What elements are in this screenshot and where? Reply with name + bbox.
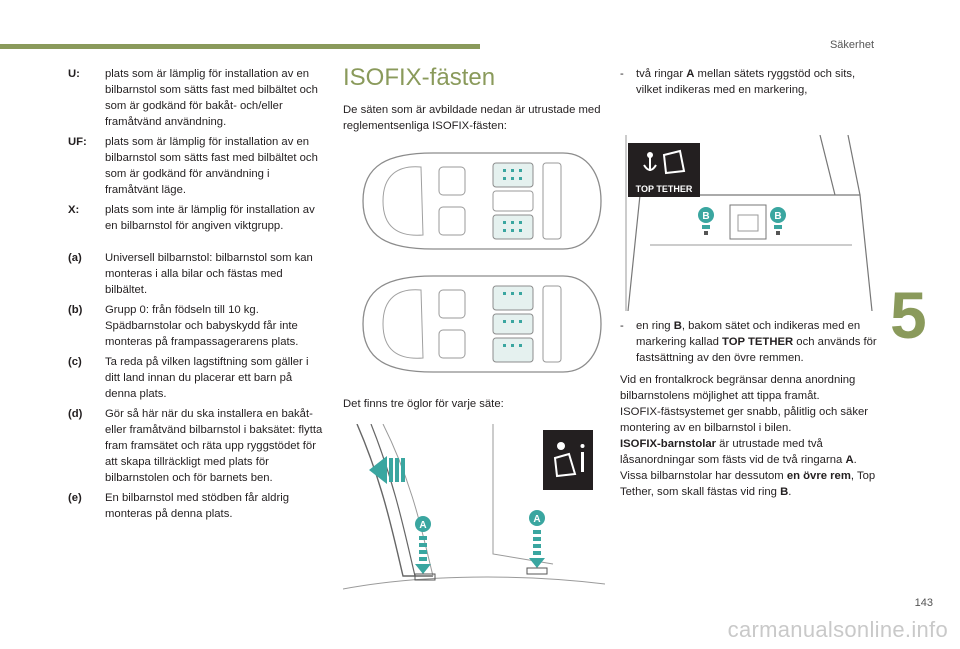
bullet-text: mellan sätets ryggstöd och sits, vilket … [636,68,856,96]
ring-a-marker-right: A [526,510,548,575]
header-accent-bar [0,44,480,49]
para-bold: B [780,486,789,498]
top-tether-diagram: TOP TETHER B B [620,135,882,311]
bullet-text: och används för fastsättning av den övre… [636,336,877,364]
ring-a-marker-left: A [414,516,436,581]
note-key: (b) [68,304,83,316]
note-text: Universell bilbarnstol: bilbarnstol som … [105,252,313,296]
para-text: , Top Tether, som skall fästas vid ring [620,470,876,498]
watermark: carmanualsonline.info [727,617,948,642]
page-title: ISOFIX-fästen [343,64,496,91]
right-column-top: - två ringar A mellan sätets ryggstöd oc… [620,66,878,98]
car-seat-diagram-top [343,145,605,257]
note-key: (a) [68,252,82,264]
bullet-bold: A [686,68,695,80]
page-number: 143 [914,597,933,609]
note-text: Ta reda på vilken lagstiftning som gälle… [105,356,309,400]
note-item: (b) Grupp 0: från födseln till 10 kg. Sp… [68,302,324,350]
para-bold: en övre rem [786,470,851,482]
para-bold: A [845,454,854,466]
para-text: . Vissa bilbarnstolar har dessutom [620,454,857,482]
ring-a-label: A [419,520,426,531]
bullet-text: två ringar [636,68,687,80]
left-column: U: plats som är lämplig för installation… [68,66,324,526]
frontal-crash-paragraph: Vid en frontalkrock begränsar denna anor… [620,374,856,402]
definition-item: X: plats som inte är lämplig för install… [68,202,324,234]
para-bold: ISOFIX-barnstolar [620,438,717,450]
para-text: är utrustade med två låsanordningar som … [620,438,846,466]
anchors-caption: Det finns tre öglor för varje säte: [343,398,504,410]
top-tether-symbol-icon: TOP TETHER [628,143,700,197]
note-item: (d) Gör så här när du ska installera en … [68,406,324,486]
definition-key: X: [68,204,80,216]
middle-column: ISOFIX-fästen De säten som är avbildade … [343,64,603,134]
ring-b-marker-right: B [770,207,786,235]
chapter-number: 5 [890,278,927,352]
note-key: (c) [68,356,82,368]
car-seat-diagram-bottom [343,268,605,380]
ring-b-label: B [702,211,709,222]
bullet-ring-a: - två ringar A mellan sätets ryggstöd oc… [620,68,856,96]
bullet-text: en ring [636,320,674,332]
right-column-bottom: - en ring B, bakom sätet och indikeras m… [620,318,878,500]
isofix-system-paragraph: ISOFIX-fästsystemet ger snabb, pålitlig … [620,406,869,434]
bullet-text: , bakom sätet och indikeras med en marke… [636,320,861,348]
note-key: (d) [68,408,83,420]
isofix-seats-paragraph: ISOFIX-barnstolar är utrustade med två l… [620,436,878,500]
definition-text: plats som inte är lämplig för installati… [105,204,315,232]
definition-item: U: plats som är lämplig för installation… [68,66,324,130]
top-tether-label: TOP TETHER [636,184,693,194]
definition-key: U: [68,68,80,80]
note-text: Grupp 0: från födseln till 10 kg. Spädba… [105,304,299,348]
note-text: Gör så här när du ska installera en bakå… [105,408,323,484]
section-title: Säkerhet [829,39,874,51]
note-item: (a) Universell bilbarnstol: bilbarnstol … [68,250,324,298]
definition-text: plats som är lämplig för installation av… [105,68,318,128]
definition-text: plats som är lämplig för installation av… [105,136,318,196]
definition-item: UF: plats som är lämplig för installatio… [68,134,324,198]
definition-key: UF: [68,136,87,148]
ring-a-label: A [533,514,540,525]
bullet-ring-b: - en ring B, bakom sätet och indikeras m… [620,320,877,364]
note-item: (c) Ta reda på vilken lagstiftning som g… [68,354,324,402]
isofix-ring-diagram: A A [343,424,605,604]
bullet-bold: TOP TETHER [722,336,794,348]
note-text: En bilbarnstol med stödben får aldrig mo… [105,492,289,520]
isofix-symbol-icon [543,430,593,490]
note-key: (e) [68,492,82,504]
para-text: . [788,486,792,498]
ring-b-label: B [774,211,781,222]
ring-b-marker-left: B [698,207,714,235]
note-item: (e) En bilbarnstol med stödben får aldri… [68,490,324,522]
intro-paragraph: De säten som är avbildade nedan är utrus… [343,104,601,132]
bullet-bold: B [673,320,682,332]
